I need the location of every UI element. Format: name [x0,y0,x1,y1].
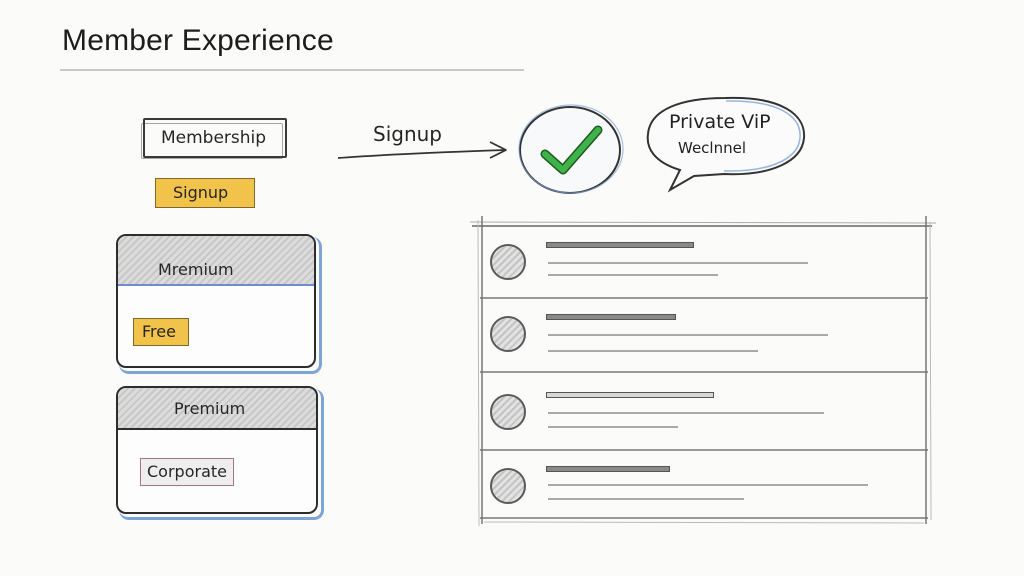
list-item[interactable] [482,300,922,370]
text-placeholder [548,262,808,264]
membership-box[interactable]: Membership [141,118,287,159]
plan-card-header: Mremium [118,236,314,286]
avatar-icon [490,316,526,352]
corporate-badge[interactable]: Corporate [140,458,234,486]
panel-shadow [119,389,324,520]
plan-card-title: Premium [174,399,246,418]
text-placeholder [548,484,868,486]
bubble-subtitle: Weclnnel [678,139,747,157]
title-divider [60,69,524,71]
name-placeholder [546,392,714,398]
name-placeholder [546,466,670,472]
free-badge[interactable]: Free [133,318,189,346]
name-placeholder [546,242,694,248]
page-title: Member Experience [62,24,334,57]
plan-card-title: Mremium [158,260,234,279]
free-label: Free [142,322,176,341]
membership-label: Membership [161,128,267,148]
avatar-icon [490,468,526,504]
plan-card-header: Premium [118,388,316,430]
avatar-icon [490,394,526,430]
name-placeholder [546,314,676,320]
avatar-icon [490,244,526,280]
corporate-label: Corporate [147,462,227,481]
text-placeholder [548,274,718,276]
list-item[interactable] [482,228,922,298]
arrow-label: Signup [373,122,442,146]
signup-label: Signup [173,183,229,202]
panel-shadow [119,237,322,374]
text-placeholder [548,426,678,428]
signup-button[interactable]: Signup [155,178,255,208]
speech-bubble-icon [646,96,806,193]
bubble-title: Private ViP [669,111,771,133]
text-placeholder [548,412,824,414]
list-item[interactable] [482,378,922,448]
list-item[interactable] [482,452,922,522]
member-list [470,214,936,526]
plan-card-mremium[interactable]: Mremium Free [116,234,316,368]
arrow-right-icon [337,141,507,159]
plan-card-premium[interactable]: Premium Corporate [116,386,318,514]
checkmark-icon [518,104,624,194]
text-placeholder [548,350,758,352]
text-placeholder [548,498,744,500]
text-placeholder [548,334,828,336]
list-frame [470,216,936,526]
